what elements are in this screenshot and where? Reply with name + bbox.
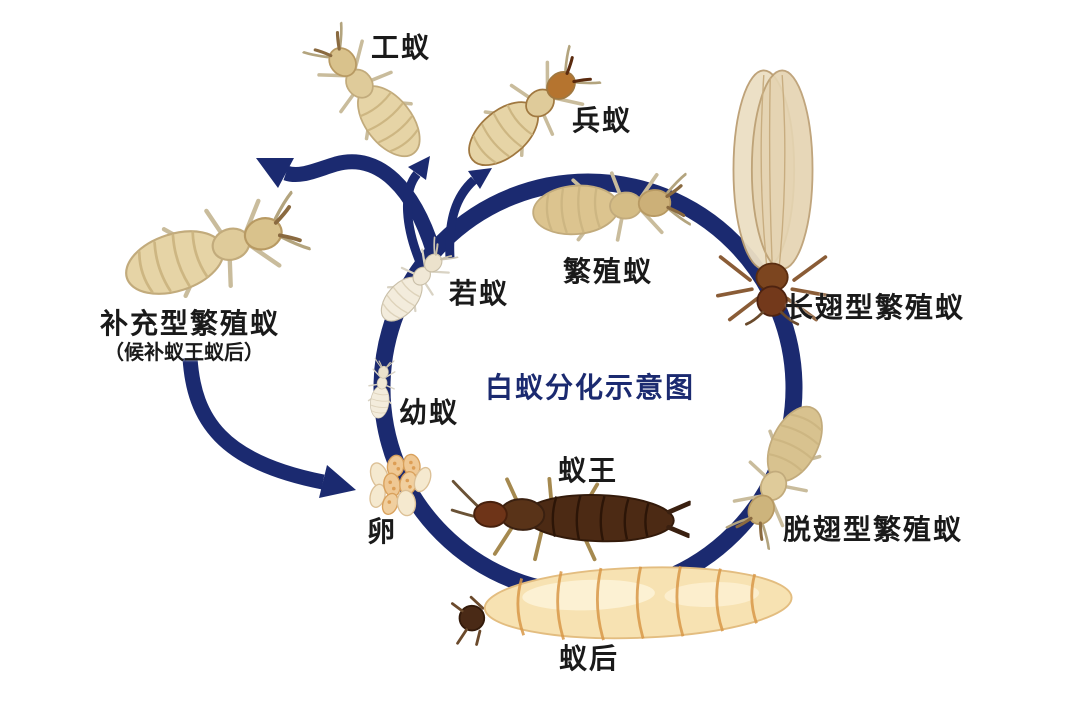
reproductive-label: 繁殖蚁 (562, 256, 654, 287)
eggs-label: 卵 (366, 516, 398, 547)
nymph-label: 若蚁 (448, 278, 510, 309)
supplementary-reproductive-note: （候补蚁王蚁后） (104, 342, 264, 364)
dealate-reproductive-label: 脱翅型繁殖蚁 (782, 514, 964, 545)
reproductive-termite-illustration (528, 164, 693, 249)
arrow-supplementary-to-eggs (182, 357, 356, 498)
larva-label: 幼蚁 (398, 397, 460, 428)
arrow-to-supplementary-reproductive (256, 154, 441, 253)
king-label: 蚁王 (557, 455, 619, 486)
worker-label: 工蚁 (370, 32, 432, 63)
long-winged-reproductive-label: 长翅型繁殖蚁 (784, 292, 966, 323)
diagram-title: 白蚁分化示意图 (484, 372, 696, 403)
queen-label: 蚁后 (558, 643, 620, 674)
larva-termite-illustration (364, 357, 399, 421)
supplementary-reproductive-label: 补充型繁殖蚁 (99, 308, 281, 339)
soldier-label: 兵蚁 (571, 105, 633, 136)
queen-termite-illustration (449, 560, 795, 647)
eggs-illustration (366, 452, 435, 518)
arrow-nymph-to-soldier (445, 168, 492, 259)
arrow-nymph-to-worker (403, 156, 430, 264)
